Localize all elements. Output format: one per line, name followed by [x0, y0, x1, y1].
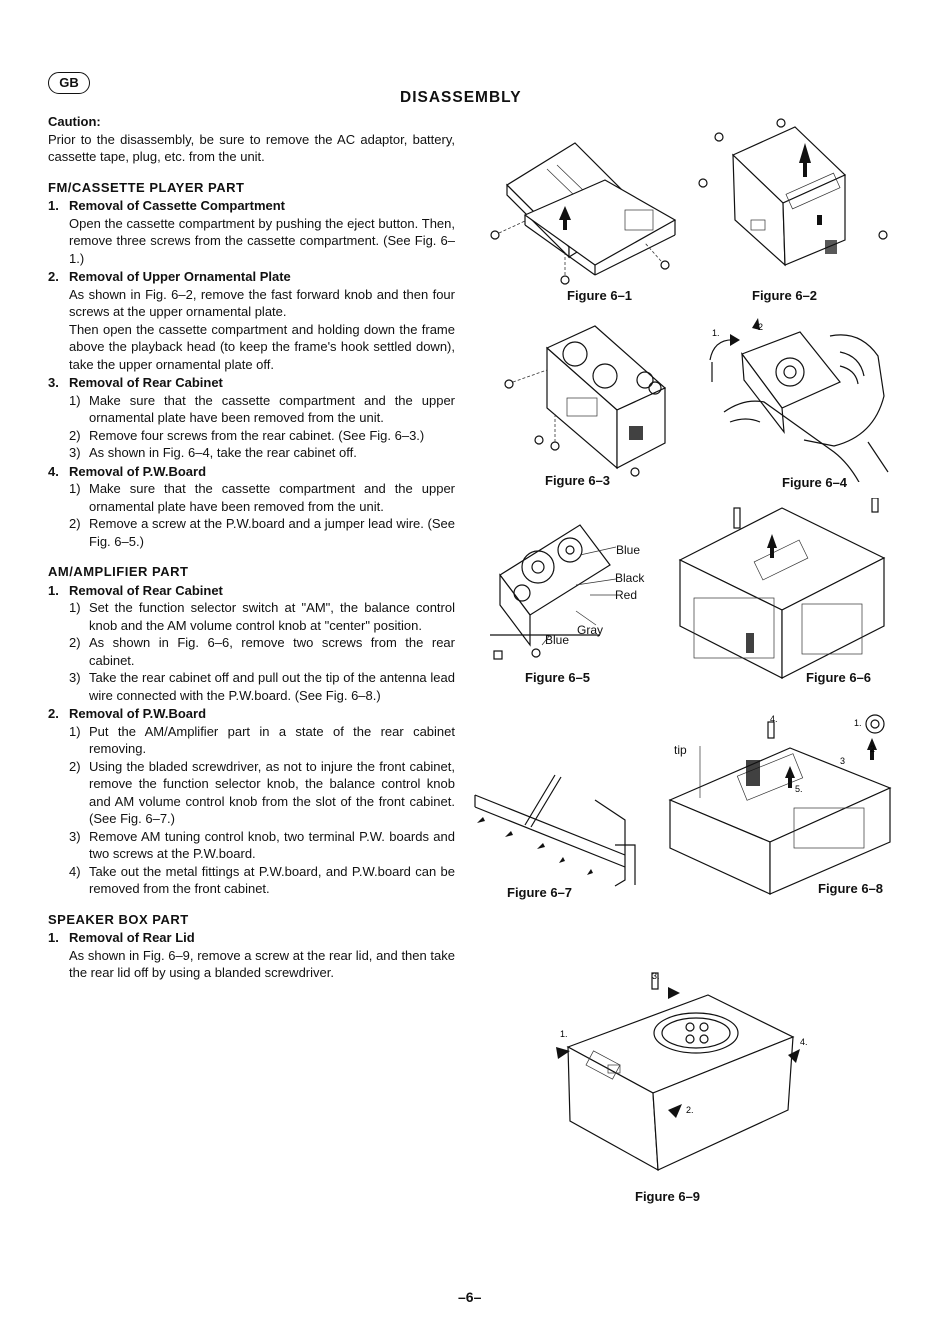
- fm-item-4-step-1: 1)Make sure that the cassette compartmen…: [69, 481, 455, 514]
- fm-item-2-text: As shown in Fig. 6–2, remove the fast fo…: [69, 286, 455, 320]
- wire-label-blue-top: Blue: [616, 543, 641, 557]
- figure-6-7-drawing: [465, 765, 645, 905]
- am-item-2-step-3: 3)Remove AM tuning control knob, two ter…: [69, 828, 455, 862]
- speaker-item-1-title: 1.Removal of Rear Lid: [48, 930, 195, 945]
- figure-6-6-label: Figure 6–6: [806, 670, 872, 685]
- am-item-2-step-4: 4)Take out the metal fittings at P.W.boa…: [69, 863, 455, 897]
- figure-6-8-callout-3: 3: [840, 756, 845, 766]
- fm-item-2-text2: Then open the cassette compartment and h…: [69, 321, 455, 372]
- fm-item-1-title: 1.Removal of Cassette Compartment: [48, 198, 285, 213]
- fm-item-3-step-1: 1)Make sure that the cassette compartmen…: [69, 392, 455, 426]
- figure-6-5-drawing: [480, 515, 620, 665]
- figure-6-1-drawing: [485, 125, 695, 285]
- figure-6-9-callout-3: 3.: [652, 971, 660, 981]
- figure-6-5-label: Figure 6–5: [525, 670, 591, 685]
- am-item-2-step-1: 1)Put the AM/Amplifier part in a state o…: [69, 723, 455, 757]
- speaker-item-1-text: As shown in Fig. 6–9, remove a screw at …: [69, 947, 455, 981]
- am-item-1-step-2: 2)As shown in Fig. 6–6, remove two screw…: [69, 635, 455, 668]
- figure-6-1-label: Figure 6–1: [567, 288, 633, 303]
- fm-item-3-title: 3.Removal of Rear Cabinet: [48, 375, 223, 390]
- section-am-title: AM/AMPLIFIER PART: [48, 564, 189, 579]
- figure-6-2-drawing: [695, 115, 900, 290]
- figure-6-8-callout-1: 1.: [854, 718, 862, 728]
- page-number: –6–: [458, 1289, 482, 1305]
- figure-6-4-drawing: 1. 2: [690, 312, 900, 482]
- figure-6-8-callout-4: 4.: [770, 714, 778, 724]
- wire-label-blue-bottom: Blue: [545, 633, 570, 647]
- figure-6-8-callout-2: 2: [870, 744, 875, 754]
- fm-item-2-title: 2.Removal of Upper Ornamental Plate: [48, 269, 291, 284]
- gb-badge: GB: [48, 72, 90, 94]
- am-item-2-title: 2.Removal of P.W.Board: [48, 706, 207, 721]
- figure-6-9-callout-1: 1.: [560, 1029, 568, 1039]
- section-speaker-title: SPEAKER BOX PART: [48, 911, 189, 927]
- fm-item-4-step-2: 2)Remove a screw at the P.W.board and a …: [69, 516, 455, 549]
- caution-text: Prior to the disassembly, be sure to rem…: [48, 131, 455, 165]
- page-title: DISASSEMBLY: [400, 89, 522, 106]
- am-item-1-step-3: 3)Take the rear cabinet off and pull out…: [69, 670, 455, 703]
- figure-6-8-label: Figure 6–8: [818, 881, 884, 896]
- figure-6-7-label: Figure 6–7: [507, 885, 573, 900]
- figure-6-9-label: Figure 6–9: [635, 1189, 701, 1204]
- figure-6-9-drawing: 3. 1. 4. 2.: [548, 965, 818, 1180]
- figure-6-8-callout-5: 5.: [795, 784, 803, 794]
- am-item-1-title: 1.Removal of Rear Cabinet: [48, 582, 223, 598]
- section-fm-title: FM/CASSETTE PLAYER PART: [48, 179, 245, 195]
- text-column: Caution: Prior to the disassembly, be su…: [48, 113, 455, 982]
- figure-6-4-callout-2: 2: [758, 322, 763, 332]
- figure-6-9-callout-2: 2.: [686, 1105, 694, 1115]
- figure-6-4-label: Figure 6–4: [782, 475, 848, 490]
- figure-6-6-drawing: [652, 498, 897, 688]
- fm-item-1-text: Open the cassette compartment by pushing…: [69, 215, 455, 266]
- am-item-2-step-2: 2)Using the bladed screwdriver, as not t…: [69, 758, 455, 827]
- figure-6-8-tip-label: tip: [674, 743, 687, 757]
- wire-label-gray: Gray: [577, 623, 604, 637]
- am-item-1-step-1: 1)Set the function selector switch at "A…: [69, 600, 455, 633]
- wire-label-red: Red: [615, 588, 638, 602]
- figure-6-8-drawing: 4. 1. 2 3 5.: [650, 708, 900, 898]
- wire-label-black: Black: [615, 571, 645, 585]
- figure-6-3-drawing: [495, 318, 675, 478]
- figure-6-4-callout-1: 1.: [712, 328, 720, 338]
- figure-6-3-label: Figure 6–3: [545, 473, 611, 488]
- fm-item-3-step-3: 3)As shown in Fig. 6–4, take the rear ca…: [69, 445, 357, 460]
- fm-item-3-step-2: 2)Remove four screws from the rear cabin…: [69, 427, 425, 443]
- caution-title: Caution:: [48, 114, 101, 129]
- figure-6-2-label: Figure 6–2: [752, 288, 818, 303]
- figure-6-9-callout-4: 4.: [800, 1037, 808, 1047]
- fm-item-4-title: 4.Removal of P.W.Board: [48, 463, 207, 479]
